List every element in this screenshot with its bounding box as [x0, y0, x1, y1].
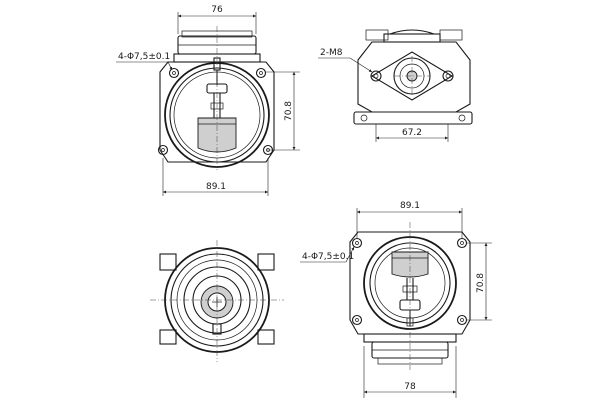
front-valve-disc	[197, 117, 237, 153]
front-dim-top: 76	[177, 5, 257, 34]
front-flange-outline	[159, 61, 275, 163]
rear-dim-height-label: 70.8	[476, 273, 486, 293]
rear-dim-top-label: 89.1	[400, 201, 420, 211]
front-dim-bottom: 89.1	[162, 158, 269, 196]
front-actuator-cap	[173, 30, 261, 63]
bottom-view	[150, 240, 284, 362]
rear-dim-bottom: 78	[363, 346, 457, 398]
rear-dim-height: 70.8	[466, 242, 492, 321]
front-dim-height: 70.8	[266, 71, 300, 151]
bottom-lug-left	[159, 253, 177, 271]
front-view: 76 70.8 89.1 4-Φ7,5±0.1	[116, 5, 300, 196]
rear-view: 89.1 70.8 78 4-Φ7,5±0.1	[300, 201, 492, 398]
side-m8-holes	[370, 70, 454, 82]
bottom-lug-right	[257, 253, 275, 271]
rear-hole-callout-label: 4-Φ7,5±0.1	[302, 252, 354, 262]
side-view: 67.2 2-M8	[318, 29, 473, 142]
rear-hole-callout: 4-Φ7,5±0.1	[300, 246, 355, 263]
side-dim-width: 67.2	[375, 124, 449, 142]
rear-dim-top: 89.1	[356, 201, 463, 238]
rear-dim-bottom-label: 78	[404, 382, 416, 392]
rear-flange-outline	[349, 231, 471, 335]
front-bolt-holes	[157, 67, 274, 156]
side-diamond-flange	[370, 51, 454, 101]
bottom-center-boss	[200, 285, 234, 319]
front-hole-callout: 4-Φ7,5±0.1	[116, 52, 173, 71]
front-hole-callout-label: 4-Φ7,5±0.1	[118, 52, 170, 62]
side-outlet	[393, 56, 431, 96]
side-top-cap	[365, 29, 463, 43]
side-dim-width-label: 67.2	[402, 128, 422, 138]
side-thread-callout: 2-M8	[318, 48, 373, 73]
side-base-flange	[353, 111, 473, 125]
front-dim-height-label: 70.8	[284, 101, 294, 121]
front-dim-top-label: 76	[211, 5, 223, 15]
side-thread-callout-label: 2-M8	[320, 48, 343, 58]
front-dim-bottom-label: 89.1	[206, 182, 226, 192]
